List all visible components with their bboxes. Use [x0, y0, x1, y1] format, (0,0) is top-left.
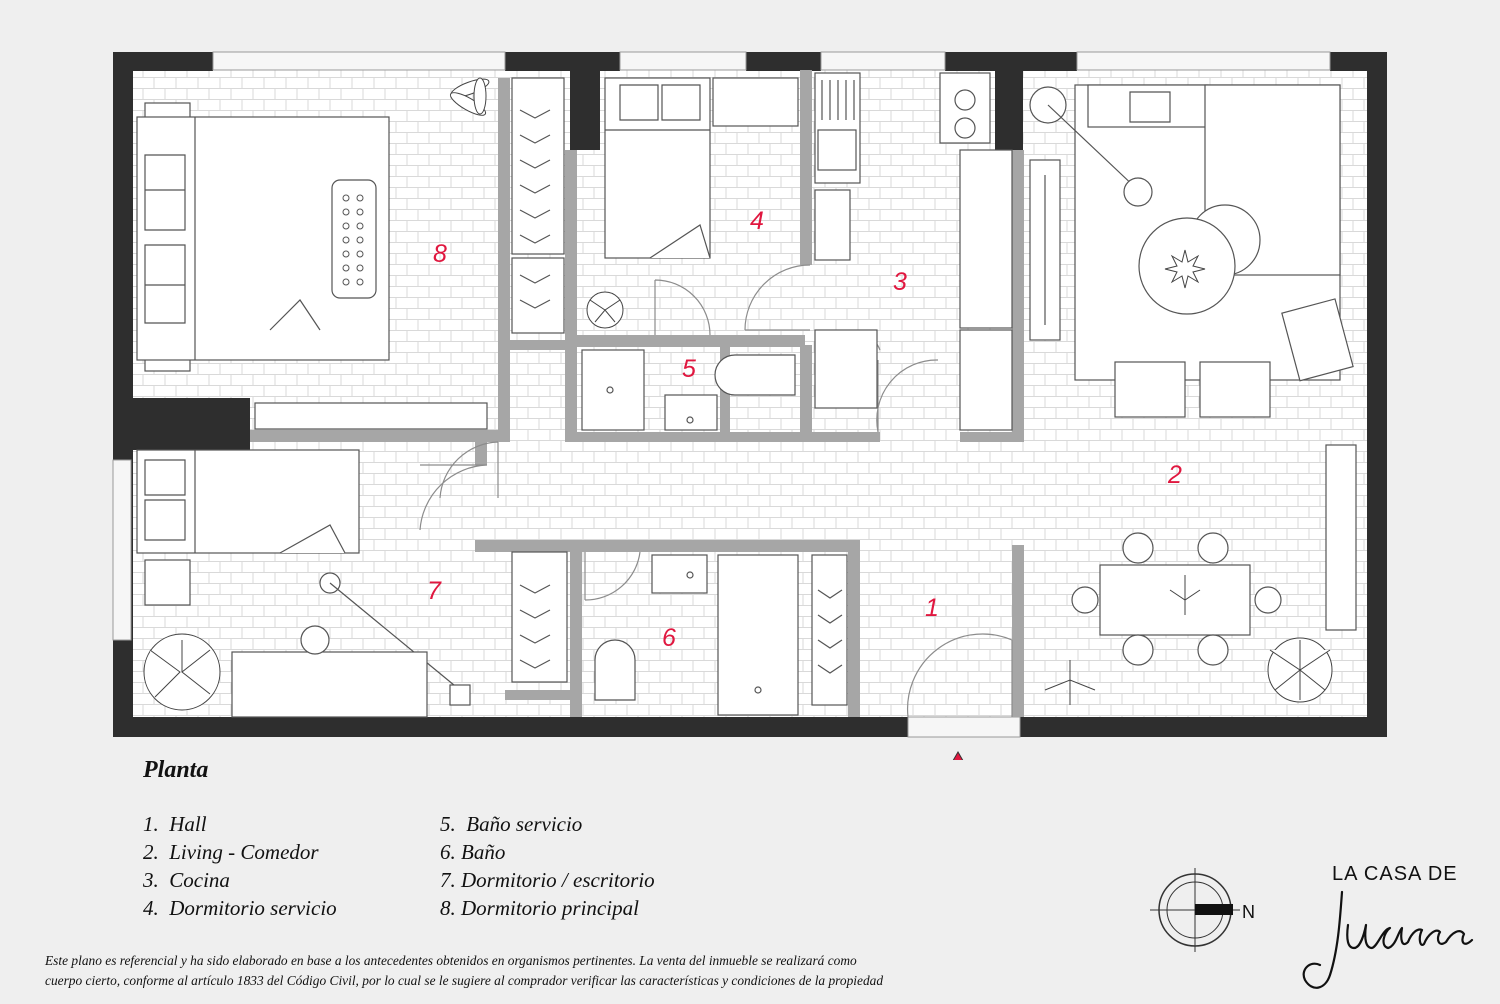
legend-item-bathroom: 6. Baño — [440, 840, 506, 864]
legend-item-master-bedroom: 8. Dormitorio principal — [440, 896, 639, 920]
room-number-3: 3 — [893, 268, 907, 296]
compass-north-label: N — [1242, 902, 1255, 922]
plan-title: Planta — [143, 757, 209, 783]
room-number-8: 8 — [433, 240, 447, 268]
room-number-6: 6 — [662, 624, 676, 652]
brand-script-signature — [1302, 890, 1474, 989]
legend-item-bedroom-office: 7. Dormitorio / escritorio — [440, 868, 655, 892]
master-bed — [136, 102, 390, 372]
brand-logo-text: LA CASA DE — [1332, 863, 1458, 885]
room-number-4: 4 — [750, 207, 764, 235]
service-bed — [604, 77, 799, 259]
windows — [112, 51, 1331, 738]
room-legend-right: 5. Baño servicio 6. Baño 7. Dormitorio /… — [440, 810, 655, 922]
master-bedroom-bench — [254, 402, 488, 430]
plant-icon — [449, 77, 490, 116]
bathroom-fixtures — [511, 551, 848, 716]
exterior-walls — [113, 52, 1387, 737]
floor-plan: 1 2 3 4 5 6 7 8 — [112, 51, 1387, 760]
entrance-arrow-icon — [952, 750, 964, 760]
room-number-7: 7 — [427, 577, 442, 605]
room-legend-left: 1. Hall 2. Living - Comedor 3. Cocina 4.… — [143, 810, 337, 922]
legend-item-kitchen: 3. Cocina — [143, 868, 230, 892]
disclaimer-line-1: Este plano es referencial y ha sido elab… — [45, 953, 857, 968]
room-number-1: 1 — [925, 594, 939, 622]
interior-walls — [250, 70, 1024, 717]
living-dining-furniture — [1029, 84, 1357, 666]
plant-icon — [586, 291, 624, 329]
service-bathroom-fixtures — [581, 349, 796, 431]
plant-icon — [1044, 249, 1333, 705]
disclaimer-line-2: cuerpo cierto, conforme al artículo 1833… — [45, 973, 884, 988]
monstera-plant-icon — [143, 633, 221, 711]
room-number-5: 5 — [682, 355, 696, 383]
disclaimer-text: Este plano es referencial y ha sido elab… — [45, 951, 1085, 991]
north-compass-icon: N — [1150, 868, 1255, 952]
legend-item-service-bathroom: 5. Baño servicio — [440, 812, 583, 836]
master-wardrobe — [511, 77, 565, 334]
door-swings — [419, 264, 1013, 718]
kitchen-fixtures — [814, 72, 1013, 431]
legend-item-service-bedroom: 4. Dormitorio servicio — [143, 896, 337, 920]
master-bed-pillow-dots — [342, 194, 364, 286]
legend-item-hall: 1. Hall — [143, 812, 207, 836]
legend-item-living: 2. Living - Comedor — [143, 840, 319, 864]
brand-logo: LA CASA DE — [1290, 860, 1490, 1000]
bedroom-office-furniture — [136, 449, 471, 718]
room-number-2: 2 — [1167, 461, 1182, 489]
